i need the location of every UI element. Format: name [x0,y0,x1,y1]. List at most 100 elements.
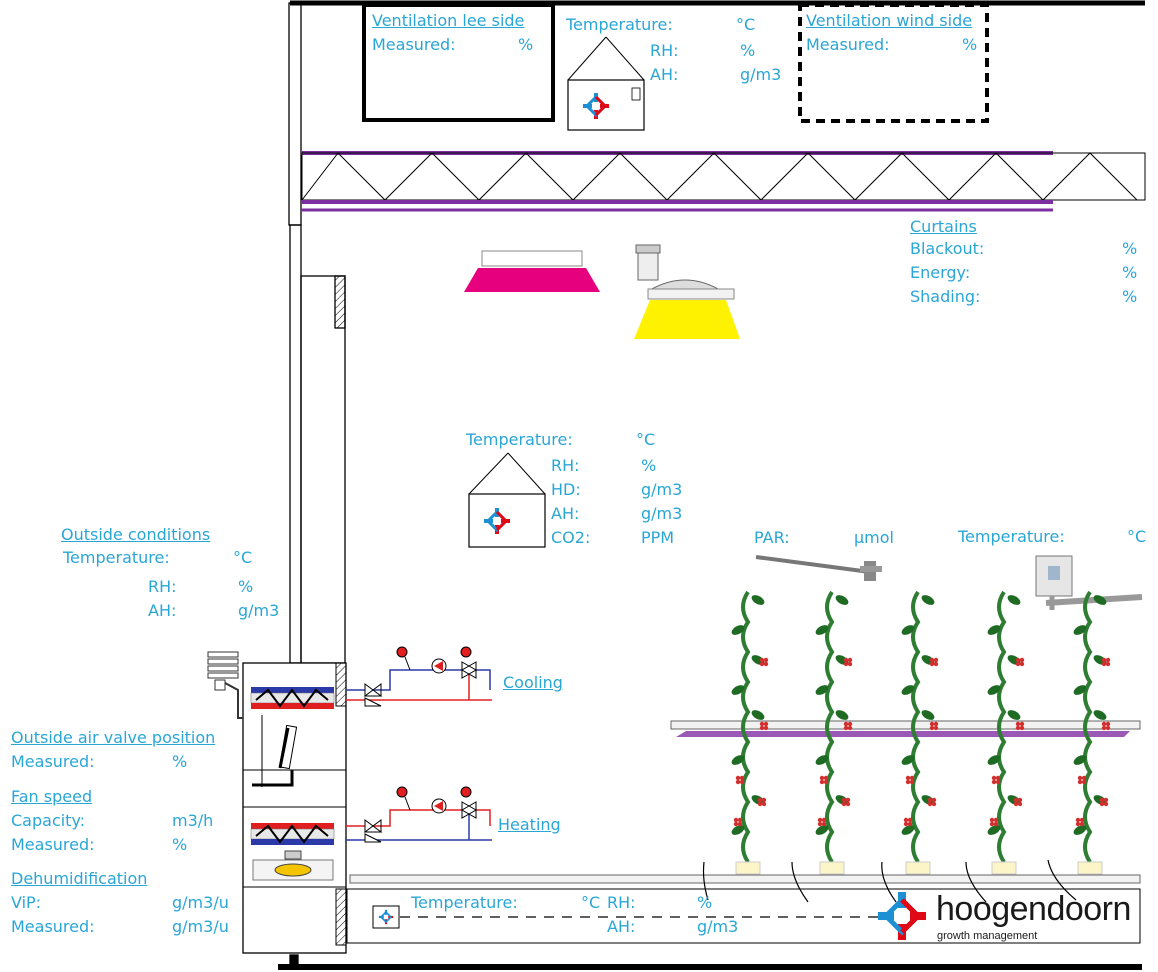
air-valve-title[interactable]: Outside air valve position [11,728,216,747]
tomato-plants [731,590,1111,875]
duct-temp-label: Temperature: [411,893,518,912]
fan-title[interactable]: Fan speed [11,787,93,806]
tomato-plant [731,590,769,875]
duct-ah-unit: g/m3 [697,917,739,936]
dehum-title[interactable]: Dehumidification [11,869,148,888]
cooling-coil[interactable] [250,687,335,709]
curtains-blackout-label: Blackout: [910,239,985,258]
mid-co2-label: CO2: [551,528,591,547]
vent-lee-title[interactable]: Ventilation lee side [372,11,525,30]
logo-tagline: growth management [937,930,1038,942]
vent-wind-measured-label: Measured: [806,35,890,54]
pump-icon[interactable] [431,658,447,674]
mid-temp-label: Temperature: [466,430,573,449]
climate-sensor-icon [583,93,609,119]
top-rh-label: RH: [650,41,679,60]
fan-measured-unit: % [172,835,188,854]
air-distribution-duct [346,859,1141,944]
mid-hd-unit: g/m3 [641,480,683,499]
curtains-energy-unit: % [1122,263,1138,282]
mid-climate-sensor[interactable] [468,452,546,548]
tomato-plant [1073,590,1111,875]
magenta-lamp[interactable] [464,250,600,292]
outside-ah-unit: g/m3 [238,601,280,620]
dehum-measured-label: Measured: [11,917,95,936]
air-valve-measured-unit: % [172,752,188,771]
vent-wind-title[interactable]: Ventilation wind side [806,11,973,30]
cooling-piping [346,646,492,707]
duct-ah-label: AH: [607,917,636,936]
vent-wind-measured-unit: % [962,35,978,54]
weather-hut-icon[interactable] [207,651,243,719]
mid-rh-unit: % [641,456,657,475]
dehum-measured-unit: g/m3/u [172,917,229,936]
tomato-plant [987,590,1025,875]
outside-title[interactable]: Outside conditions [61,525,211,544]
air-handling-unit [242,662,347,954]
heating-piping [346,786,492,843]
fan-icon[interactable] [252,850,334,881]
crop-temp-label: Temperature: [958,527,1065,546]
crop-table [670,720,1141,737]
mid-ah-label: AH: [551,504,580,523]
valve-icon[interactable] [363,819,383,843]
heating-link[interactable]: Heating [498,815,561,834]
outside-rh-label: RH: [148,577,177,596]
pump-icon[interactable] [431,798,447,814]
curtains-energy-label: Energy: [910,263,971,282]
valve-icon[interactable] [460,661,478,679]
top-temp-label: Temperature: [566,15,673,34]
yellow-lamp[interactable] [634,244,740,339]
curtain-truss [301,151,1146,212]
climate-sensor-icon [378,909,394,925]
heating-coil[interactable] [250,823,335,845]
duct-rh-label: RH: [607,893,636,912]
tomato-plant [815,590,853,875]
mid-co2-unit: PPM [641,528,675,547]
mid-hd-label: HD: [551,480,581,499]
par-sensor-icon[interactable] [755,555,882,581]
valve-icon[interactable] [460,801,478,819]
mid-temp-unit: °C [636,430,656,449]
outside-air-valve[interactable] [252,724,298,787]
mid-rh-label: RH: [551,456,580,475]
top-rh-unit: % [740,41,756,60]
mid-ah-unit: g/m3 [641,504,683,523]
crop-temp-unit: °C [1127,527,1147,546]
top-ah-unit: g/m3 [740,65,782,84]
par-label: PAR: [754,528,790,547]
dehum-vip-unit: g/m3/u [172,893,229,912]
vent-lee-measured-label: Measured: [372,35,456,54]
duct-temp-unit: °C [581,893,601,912]
curtains-title[interactable]: Curtains [910,217,977,236]
dehum-vip-label: ViP: [11,893,42,912]
duct-rh-unit: % [697,893,713,912]
air-valve-measured-label: Measured: [11,752,95,771]
curtains-shading-label: Shading: [910,287,981,306]
outside-temp-label: Temperature: [63,548,170,567]
cooling-link[interactable]: Cooling [503,673,563,692]
outside-ah-label: AH: [148,601,177,620]
fan-capacity-label: Capacity: [11,811,86,830]
vent-lee-window[interactable] [362,3,555,122]
logo-name: hoogendoorn [936,890,1131,928]
crop-temperature-sensor[interactable] [1035,555,1143,610]
vent-lee-measured-unit: % [518,35,534,54]
par-unit: μmol [854,528,894,547]
tomato-plant [901,590,939,875]
outside-rh-unit: % [238,577,254,596]
top-climate-sensor[interactable] [567,36,645,131]
top-ah-label: AH: [650,65,679,84]
fan-capacity-unit: m3/h [172,811,214,830]
curtains-blackout-unit: % [1122,239,1138,258]
top-temp-unit: °C [736,15,756,34]
hogendoorn-logo-icon [878,892,926,940]
valve-icon[interactable] [363,683,383,707]
vent-wind-window[interactable] [798,3,989,123]
curtains-shading-unit: % [1122,287,1138,306]
climate-sensor-icon [484,508,510,534]
fan-measured-label: Measured: [11,835,95,854]
outside-temp-unit: °C [233,548,253,567]
